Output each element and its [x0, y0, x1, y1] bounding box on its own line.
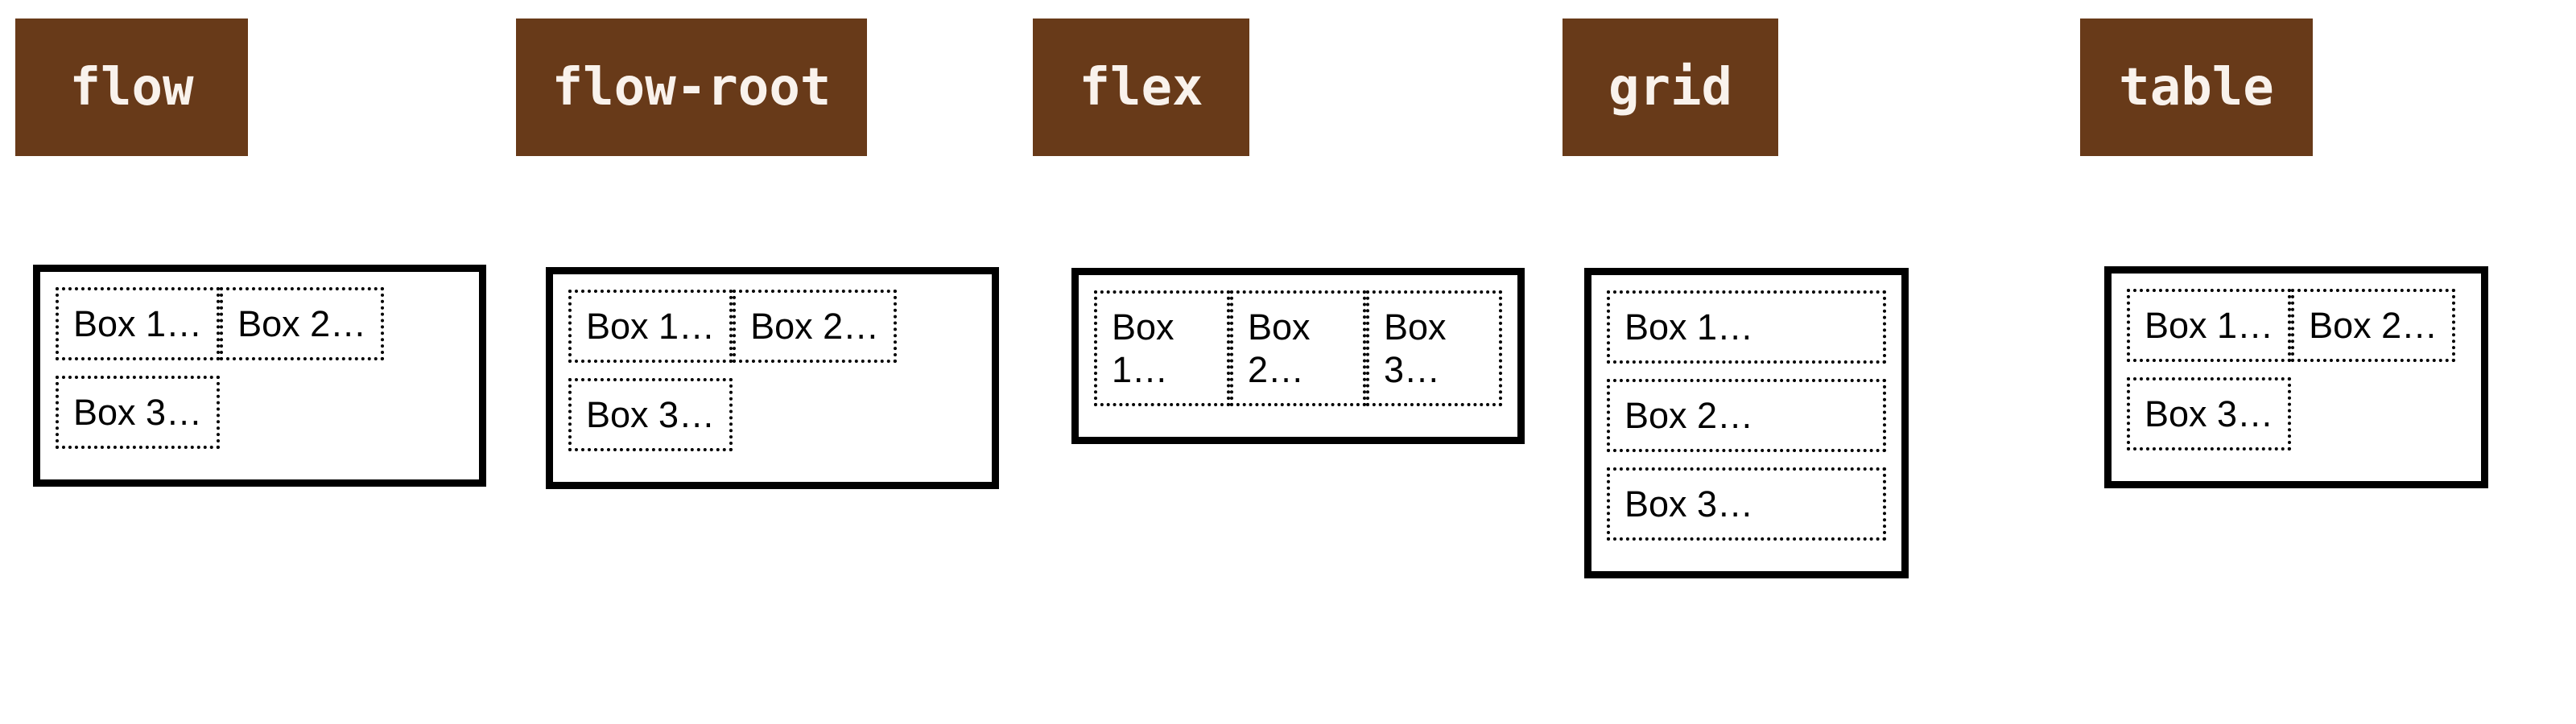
- demo-box: Box 1…: [1607, 290, 1886, 364]
- demo-box: Box 2…: [1607, 379, 1886, 452]
- demo-box: Box 3…: [568, 378, 733, 451]
- demo-box: Box 2…: [733, 290, 898, 363]
- demo-box: Box 2…: [220, 287, 385, 360]
- display-label-table: table: [2080, 19, 2313, 156]
- display-label-flow: flow: [15, 19, 248, 156]
- demo-box: Box 2…: [2291, 289, 2456, 362]
- grid-demo-container: Box 1… Box 2… Box 3…: [1584, 268, 1909, 578]
- flow-root-demo-container: Box 1… Box 2… Box 3…: [546, 267, 999, 489]
- demo-box: Box 3…: [2127, 377, 2292, 450]
- demo-box: Box 1…: [1094, 290, 1230, 406]
- demo-box: Box 3…: [56, 376, 221, 449]
- display-label-grid: grid: [1563, 19, 1778, 156]
- demo-box: Box 1…: [56, 287, 221, 360]
- demo-box: Box 3…: [1607, 467, 1886, 541]
- table-demo-container: Box 1… Box 2… Box 3…: [2104, 266, 2488, 488]
- demo-box: Box 2…: [1230, 290, 1366, 406]
- demo-box: Box 3…: [1366, 290, 1502, 406]
- demo-box: Box 1…: [568, 290, 733, 363]
- display-label-flow-root: flow-root: [516, 19, 867, 156]
- demo-box: Box 1…: [2127, 289, 2292, 362]
- flow-demo-container: Box 1… Box 2… Box 3…: [33, 265, 486, 487]
- flex-demo-container: Box 1… Box 2… Box 3…: [1071, 268, 1525, 444]
- display-label-flex: flex: [1033, 19, 1249, 156]
